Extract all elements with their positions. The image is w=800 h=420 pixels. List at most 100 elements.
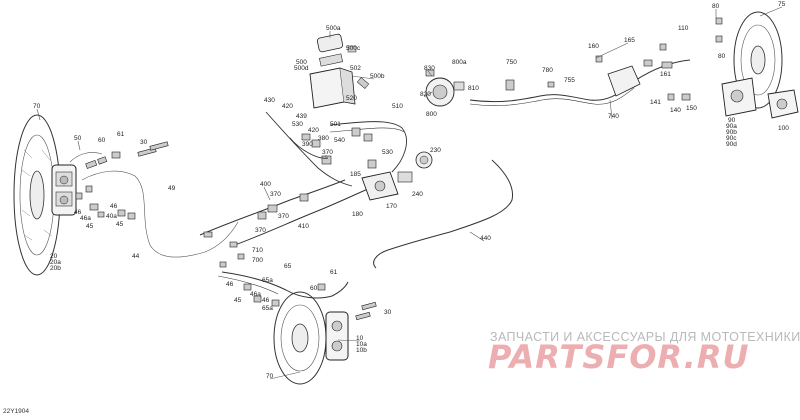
callout-label: 400 <box>260 181 271 188</box>
callout-label: 420 <box>282 103 293 110</box>
callout-label: 430 <box>264 97 275 104</box>
callout-label: 370 <box>255 227 266 234</box>
callout-label: 60 <box>310 285 318 292</box>
callout-label: 185 <box>350 171 361 178</box>
callout-label: 61 <box>117 131 125 138</box>
callout-leader-line <box>423 91 433 98</box>
callout-leader-line <box>269 371 301 380</box>
callout-label: 70 <box>266 373 274 380</box>
callout-label: 380 <box>318 135 329 142</box>
callout-label: 90 <box>728 117 736 124</box>
callout-label: 65 <box>284 263 292 270</box>
left-brake-disc <box>13 114 61 276</box>
callout-label: 500b <box>370 73 385 80</box>
callout-leader-line <box>469 231 485 242</box>
callout-leader-line <box>595 42 629 59</box>
callout-label: 530 <box>382 149 393 156</box>
left-brake-caliper <box>51 164 77 216</box>
callout-label: 510 <box>392 103 403 110</box>
callout-label: 500c <box>346 45 361 52</box>
callout-label: 439 <box>296 113 307 120</box>
hydraulic-unit-170 <box>361 151 433 201</box>
callout-label: 45 <box>116 221 124 228</box>
callout-label: 10 <box>356 335 364 342</box>
callout-label: 75 <box>778 1 786 8</box>
callout-label: 46 <box>74 209 82 216</box>
callout-label: 501 <box>330 121 341 128</box>
watermark-caption: ЗАПЧАСТИ И АКСЕССУАРЫ ДЛЯ МОТОТЕХНИКИ <box>490 330 800 344</box>
right-brake-caliper <box>721 77 799 119</box>
callout-label: 830 <box>424 65 435 72</box>
diagram-reference-code: 22Y1904 <box>3 408 30 415</box>
callout-label: 180 <box>352 211 363 218</box>
left-fittings <box>75 141 169 220</box>
callout-label: 80 <box>718 53 726 60</box>
callout-label: 40a <box>106 213 117 220</box>
callout-label: 800 <box>426 111 437 118</box>
callout-label: 750 <box>506 59 517 66</box>
callout-label: 140 <box>670 107 681 114</box>
parking-brake-caliper <box>425 69 515 107</box>
callout-label: 90b <box>726 129 737 136</box>
callout-label: 46 <box>262 297 270 304</box>
callout-label: 20 <box>50 253 58 260</box>
watermark-logo: PARTSFOR.RU <box>488 338 750 376</box>
callout-label: 410 <box>298 223 309 230</box>
callout-label: 150 <box>686 105 697 112</box>
callout-label: 45 <box>86 223 94 230</box>
callout-label: 540 <box>334 137 345 144</box>
callout-label: 46 <box>226 281 234 288</box>
callout-label: 165 <box>624 37 635 44</box>
callout-label: 20b <box>50 265 61 272</box>
callout-label: 70 <box>33 103 41 110</box>
callout-label: 370 <box>322 149 333 156</box>
brake-line-440 <box>373 159 514 269</box>
callout-label: 61 <box>330 269 338 276</box>
callout-label: 141 <box>650 99 661 106</box>
bottom-brake-disc <box>273 291 327 385</box>
callout-label: 390 <box>302 141 313 148</box>
callout-label: 50 <box>74 135 82 142</box>
callout-label: 100 <box>778 125 789 132</box>
callout-label: 65a <box>262 277 273 284</box>
callout-label: 46a <box>80 215 91 222</box>
callout-label: 440 <box>480 235 491 242</box>
callout-label: 710 <box>252 247 263 254</box>
callout-label: 46 <box>110 203 118 210</box>
callout-label: 740 <box>608 113 619 120</box>
callout-leaders <box>36 6 783 380</box>
callout-leader-line <box>337 339 361 342</box>
callout-label: 80 <box>712 3 720 10</box>
callout-label: 755 <box>564 77 575 84</box>
callout-leader-line <box>759 6 783 17</box>
callout-label: 44 <box>132 253 140 260</box>
callout-leader-line <box>263 186 271 201</box>
callout-leader-line <box>427 70 433 77</box>
callout-label: 20a <box>50 259 61 266</box>
callout-label: 90c <box>726 135 737 142</box>
callout-label: 65a <box>262 305 273 312</box>
callout-label: 420 <box>308 127 319 134</box>
callout-label: 530 <box>292 121 303 128</box>
callout-label: 45 <box>234 297 242 304</box>
callout-label: 30 <box>140 139 148 146</box>
brake-line-44 <box>81 170 239 258</box>
callout-label: 60 <box>98 137 106 144</box>
callout-label: 110 <box>678 25 689 32</box>
callout-label: 10b <box>356 347 367 354</box>
callout-label: 170 <box>386 203 397 210</box>
callout-leader-line <box>77 140 81 151</box>
callout-label: 502 <box>350 65 361 72</box>
callout-label: 800a <box>452 59 467 66</box>
master-cylinder-reservoir <box>309 33 370 109</box>
callout-label: 46a <box>250 291 261 298</box>
brake-line-410 <box>231 187 371 247</box>
callout-label: 500 <box>296 59 307 66</box>
callout-label: 520 <box>346 95 357 102</box>
callout-leader-line <box>609 99 613 120</box>
callout-label: 160 <box>588 43 599 50</box>
brake-line-65 <box>221 271 349 299</box>
callout-label: 240 <box>412 191 423 198</box>
